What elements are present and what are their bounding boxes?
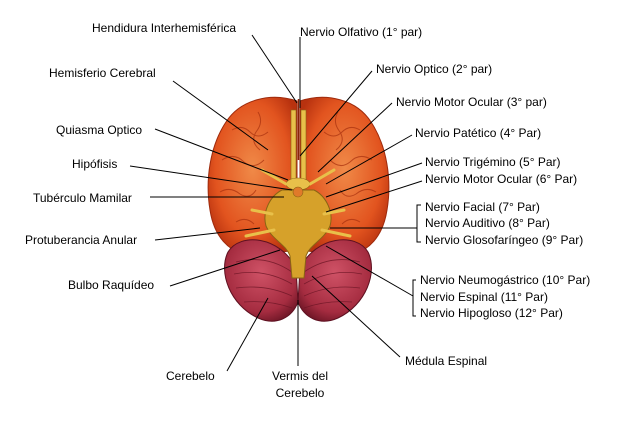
- label-nervio-facial: Nervio Facial (7° Par): [425, 200, 540, 214]
- label-nervio-motor-ocular-3: Nervio Motor Ocular (3° par): [396, 95, 547, 109]
- label-hendidura-interhemisferica: Hendidura Interhemisférica: [92, 21, 237, 35]
- cerebellum: [224, 239, 372, 322]
- label-nervio-motor-ocular-6: Nervio Motor Ocular (6° Par): [425, 172, 578, 186]
- leader-lines: [129, 34, 423, 372]
- label-tuberculo-mamilar: Tubérculo Mamilar: [33, 191, 132, 205]
- label-medula-espinal: Médula Espinal: [405, 354, 488, 368]
- brainstem: [244, 109, 352, 279]
- label-vermis-line1: Vermis del: [271, 369, 329, 383]
- label-nervio-neumogastrico: Nervio Neumogástrico (10° Par): [420, 273, 591, 287]
- label-nervio-glosofaringeo: Nervio Glosofaríngeo (9° Par): [425, 233, 584, 247]
- label-vermis-line2: Cerebelo: [275, 386, 325, 400]
- label-quiasma-optico: Quiasma Optico: [56, 123, 143, 137]
- label-nervio-espinal: Nervio Espinal (11° Par): [420, 290, 548, 304]
- label-nervio-hipogloso: Nervio Hipogloso (12° Par): [420, 306, 563, 320]
- label-nervio-optico: Nervio Optico (2° par): [376, 62, 493, 76]
- label-cerebelo: Cerebelo: [166, 369, 215, 383]
- label-nervio-olfativo: Nervio Olfativo (1° par): [300, 25, 423, 39]
- label-bulbo-raquideo: Bulbo Raquídeo: [68, 278, 155, 292]
- label-nervio-auditivo: Nervio Auditivo (8° Par): [425, 216, 550, 230]
- label-nervio-patetico: Nervio Patético (4° Par): [415, 126, 542, 140]
- label-nervio-trigemino: Nervio Trigémino (5° Par): [425, 155, 561, 169]
- label-protuberancia-anular: Protuberancia Anular: [25, 233, 138, 247]
- label-hemisferio-cerebral: Hemisferio Cerebral: [49, 66, 156, 80]
- label-hipofisis: Hipófisis: [72, 157, 118, 171]
